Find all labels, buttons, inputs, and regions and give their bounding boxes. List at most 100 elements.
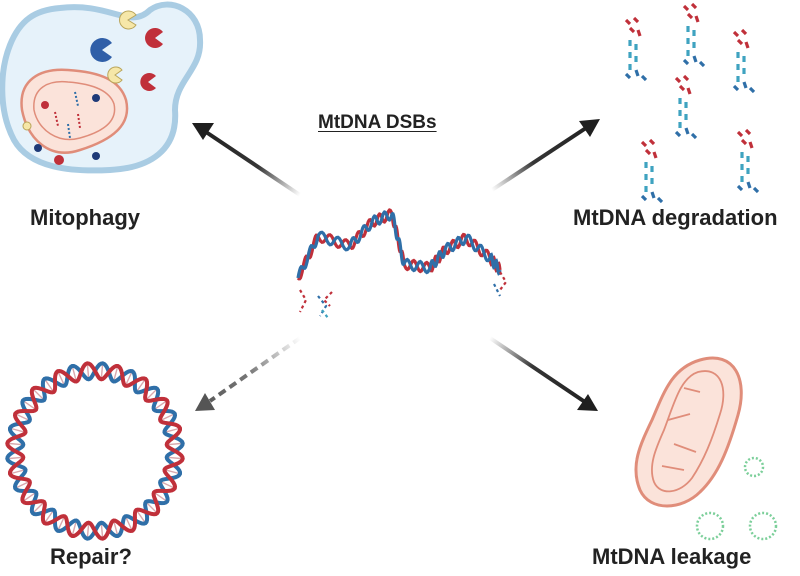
base-pair-rung: [45, 380, 54, 391]
base-pair-rung: [100, 524, 104, 537]
fragment-segment: [684, 127, 690, 135]
fragment-segment: [744, 128, 752, 136]
vesicle-dot: [22, 121, 32, 131]
dna-fragment-icon: [682, 2, 706, 68]
fragment-segment: [682, 4, 690, 12]
fragment-segment: [698, 60, 706, 68]
fragment-segment: [632, 16, 640, 24]
vesicle-dot: [54, 155, 64, 165]
base-pair-rung: [113, 522, 118, 535]
fragment-segment: [694, 15, 700, 23]
base-pair-rung: [24, 401, 35, 410]
fragment-segment: [650, 191, 656, 199]
fragment-segment: [628, 26, 636, 34]
autophagosome-icon: [0, 1, 204, 174]
base-pair-rung: [72, 367, 77, 380]
fragment-segment: [640, 74, 648, 82]
base-pair-rung: [125, 372, 132, 385]
base-pair-rung: [33, 389, 44, 400]
degraded-dna-fragments-icon: [624, 2, 760, 204]
fragment-segment: [682, 58, 690, 66]
fragment-segment: [748, 141, 754, 149]
fragment-segment: [690, 2, 698, 10]
broken-dna-strand-icon: [296, 208, 508, 319]
fragment-segment: [740, 138, 748, 146]
vesicle-dot: [92, 152, 100, 160]
dna-fragment-icon: [732, 28, 756, 94]
base-pair-rung: [16, 414, 29, 421]
fragment-segment: [636, 29, 642, 37]
leaked-mtdna-circle: [743, 456, 765, 478]
fragment-segment: [690, 132, 698, 140]
fragment-segment: [740, 28, 748, 36]
mitochondrion-outer: [634, 356, 743, 508]
arrow-to-repair-dashed: [195, 336, 302, 411]
fragment-segment: [742, 81, 748, 89]
base-pair-rung: [9, 442, 22, 446]
base-pair-rung: [72, 522, 77, 535]
dna-strand-red: [5, 361, 185, 541]
fragment-segment: [752, 186, 760, 194]
fragment-segment: [648, 138, 656, 146]
base-pair-rung: [161, 414, 174, 421]
base-pair-rung: [11, 469, 24, 474]
base-pair-rung: [9, 456, 22, 460]
base-pair-rung: [11, 428, 24, 433]
leaky-mitochondrion-icon: [634, 356, 778, 541]
base-pair-rung: [168, 442, 181, 446]
enzyme-icon: [140, 73, 156, 91]
base-pair-rung: [86, 524, 90, 537]
arrow-to-leakage: [488, 336, 598, 411]
vesicle-dot: [92, 94, 100, 102]
fragment-segment: [746, 181, 752, 189]
base-pair-rung: [161, 481, 174, 488]
dna-fragment-icon: [736, 128, 760, 194]
enzyme-icon: [107, 66, 123, 84]
dna-strand-blue: [296, 210, 502, 279]
fragment-segment: [736, 38, 744, 46]
base-pair-rung: [100, 365, 104, 378]
fragment-segment: [682, 74, 690, 82]
mitochondrion-cristae: [651, 370, 725, 493]
fragment-segment: [624, 18, 632, 26]
base-pair-rung: [166, 469, 179, 474]
arrow-to-degradation: [490, 119, 600, 192]
dna-fragment-icon: [674, 74, 698, 140]
base-pair-rung: [45, 511, 54, 522]
fragment-segment: [736, 184, 744, 192]
dna-fragment-icon: [640, 138, 664, 204]
enzyme-icon: [145, 28, 163, 48]
circular-mtdna-icon: [5, 361, 185, 541]
mitochondrion-inside-icon: [20, 68, 129, 154]
base-pair-rung: [58, 517, 65, 530]
base-pair-rung: [146, 502, 157, 513]
fragment-segment: [674, 76, 682, 84]
fragment-segment: [736, 130, 744, 138]
vesicle-dot: [41, 101, 49, 109]
base-pair-rung: [58, 372, 65, 385]
fragment-segment: [640, 194, 648, 202]
base-pair-rung: [168, 456, 181, 460]
base-pair-rung: [33, 502, 44, 513]
vesicle-dot: [34, 144, 42, 152]
dna-fragment-icon: [624, 16, 648, 82]
label-mitophagy: Mitophagy: [30, 205, 140, 230]
leaked-mtdna-circle: [748, 511, 778, 541]
base-pair-rung: [136, 380, 145, 391]
fragment-segment: [732, 84, 740, 92]
label-mtdna-degradation: MtDNA degradation: [573, 205, 778, 230]
dna-break-end-icon: [299, 271, 508, 319]
base-pair-rung: [146, 389, 157, 400]
fragment-segment: [644, 148, 652, 156]
arrow-to-mitophagy: [192, 123, 302, 197]
center-title: MtDNA DSBs: [318, 112, 437, 133]
base-pair-rung: [136, 511, 145, 522]
enzyme-icon: [119, 10, 137, 30]
fragment-segment: [692, 55, 698, 63]
base-pair-rung: [155, 492, 166, 501]
fragment-segment: [624, 72, 632, 80]
fragment-segment: [674, 130, 682, 138]
enzyme-icon: [90, 38, 112, 63]
base-pair-rung: [86, 365, 90, 378]
